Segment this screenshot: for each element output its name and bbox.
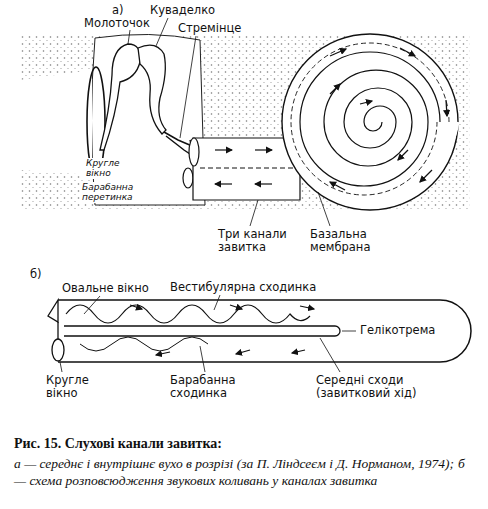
round-window-scheme — [52, 339, 64, 361]
part-label: Гелікотрема — [358, 324, 437, 337]
basilar-membrane — [291, 43, 449, 195]
bone-texture — [20, 35, 470, 210]
part-label: Овальне вікно — [62, 282, 149, 295]
oval-window-scheme — [48, 300, 58, 322]
part-label: Кругле вікно — [46, 374, 98, 400]
part-label: Барабанна перетинка — [80, 182, 144, 203]
part-label: Середні сходи (завитковий хід) — [316, 374, 436, 400]
part-label: б) — [30, 268, 42, 281]
part-label: Куваделко — [150, 4, 215, 17]
oval-window — [189, 138, 199, 166]
wave — [66, 305, 310, 323]
cochlear-duct-scheme — [64, 326, 340, 336]
part-label: Барабанна сходинка — [170, 374, 260, 400]
part-label: Стремінце — [178, 22, 241, 35]
cochlear-base — [193, 138, 300, 200]
malleus — [100, 44, 140, 150]
caption-description: а — середнє і внутрішнє вухо в розрізі (… — [14, 456, 476, 490]
figure-caption: Рис. 15. Слухові канали завитка: — [14, 436, 476, 452]
cochlea — [282, 34, 458, 210]
part-label: Молоточок — [84, 17, 150, 30]
part-label: Базальна мембрана — [310, 228, 390, 254]
part-label: Три канали завитка — [218, 228, 296, 254]
part-label: а) — [112, 4, 124, 17]
cochlea-scheme-tube — [58, 300, 471, 362]
cochlea-spiral — [300, 52, 440, 186]
part-label: Вестибулярна сходинка — [170, 281, 316, 294]
part-label: Кругле вікно — [84, 158, 144, 179]
caption-text: а — середнє і внутрішнє вухо в розрізі (… — [14, 456, 454, 471]
round-window — [183, 168, 193, 188]
incus — [138, 45, 166, 134]
middle-ear-cavity — [92, 34, 206, 205]
